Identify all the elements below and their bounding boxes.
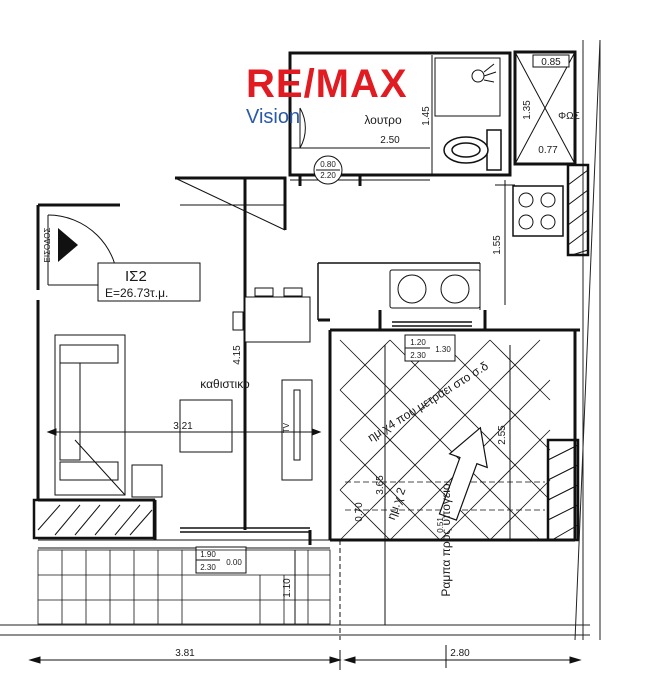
patio-mid-dim: 3.65 (375, 475, 386, 495)
light-shaft (513, 50, 577, 166)
dining-table (232, 287, 311, 343)
unit-area: Ε=26.73τ.μ. (105, 286, 168, 300)
ramp-label: Ραμπα προς υπογειο (439, 483, 453, 596)
living-height-dim: 4.15 (232, 345, 243, 365)
bath-height-dim: 1.45 (421, 106, 432, 126)
balcony-door (180, 527, 310, 533)
patio-depth-dim: 2.55 (497, 425, 508, 445)
ramp-arrow-icon (438, 426, 488, 521)
bathroom-door (299, 107, 306, 149)
living-label: καθιστικο (200, 377, 250, 391)
total-left-dim: 3.81 (175, 648, 195, 659)
living-width-dim: 3.21 (173, 421, 193, 432)
remax-logo: RE/MAX Vision (246, 62, 416, 132)
tv-label: TV (282, 422, 291, 433)
toilet-icon (443, 129, 502, 171)
semi-open-2-label: ημ.χ 2 (384, 485, 409, 521)
sofa (54, 334, 126, 496)
kitchen-window (392, 321, 472, 327)
skylight-label: ΦΩΣ (558, 111, 580, 122)
patio-small-dim: 0.70 (354, 502, 365, 522)
kitchen-window-sill: 1.30 (435, 345, 451, 354)
balcony-door-w: 1.90 (200, 550, 216, 559)
semi-open-1-label: ημ.χ4 που μετραει στο σ.δ (365, 359, 491, 445)
shaft-top-dim: 0.85 (541, 57, 561, 68)
shaft-bottom-dim: 0.77 (538, 145, 558, 156)
balcony-door-h: 2.30 (200, 563, 216, 572)
side-table (131, 464, 163, 498)
kitchen-window-h: 2.30 (410, 351, 426, 360)
balcony-tiles (37, 549, 331, 625)
unit-code: ΙΣ2 (125, 268, 147, 285)
bathroom-label: λουτρο (364, 113, 402, 127)
shaft-side-dim: 1.35 (522, 100, 533, 120)
coffee-table (179, 399, 233, 453)
kitchen-depth-dim: 1.55 (492, 235, 503, 255)
entrance-label: ΕΙΣΟΔΟΣ (43, 227, 52, 262)
unit-tag-box (97, 262, 201, 302)
balcony-door-sill: 0.00 (226, 558, 242, 567)
kitchen-window-w: 1.20 (410, 338, 426, 347)
balcony-depth-dim: 1.10 (282, 578, 293, 598)
total-right-dim: 2.80 (450, 648, 470, 659)
logo-text: RE/MAX (246, 62, 408, 106)
kitchen (317, 180, 564, 320)
entrance-arrow-icon (58, 228, 78, 262)
bath-door-h: 2.20 (320, 171, 336, 180)
shower-icon (471, 63, 497, 83)
bath-width-dim: 2.50 (380, 135, 400, 146)
bath-door-tag (313, 155, 343, 185)
bottom-left-wall-hatched (32, 498, 156, 540)
bath-door-w: 0.80 (320, 160, 336, 169)
logo-tagline: Vision (246, 106, 301, 128)
patio-tiny-dim: 0.51 (436, 517, 445, 533)
bathroom-walls (288, 51, 512, 186)
